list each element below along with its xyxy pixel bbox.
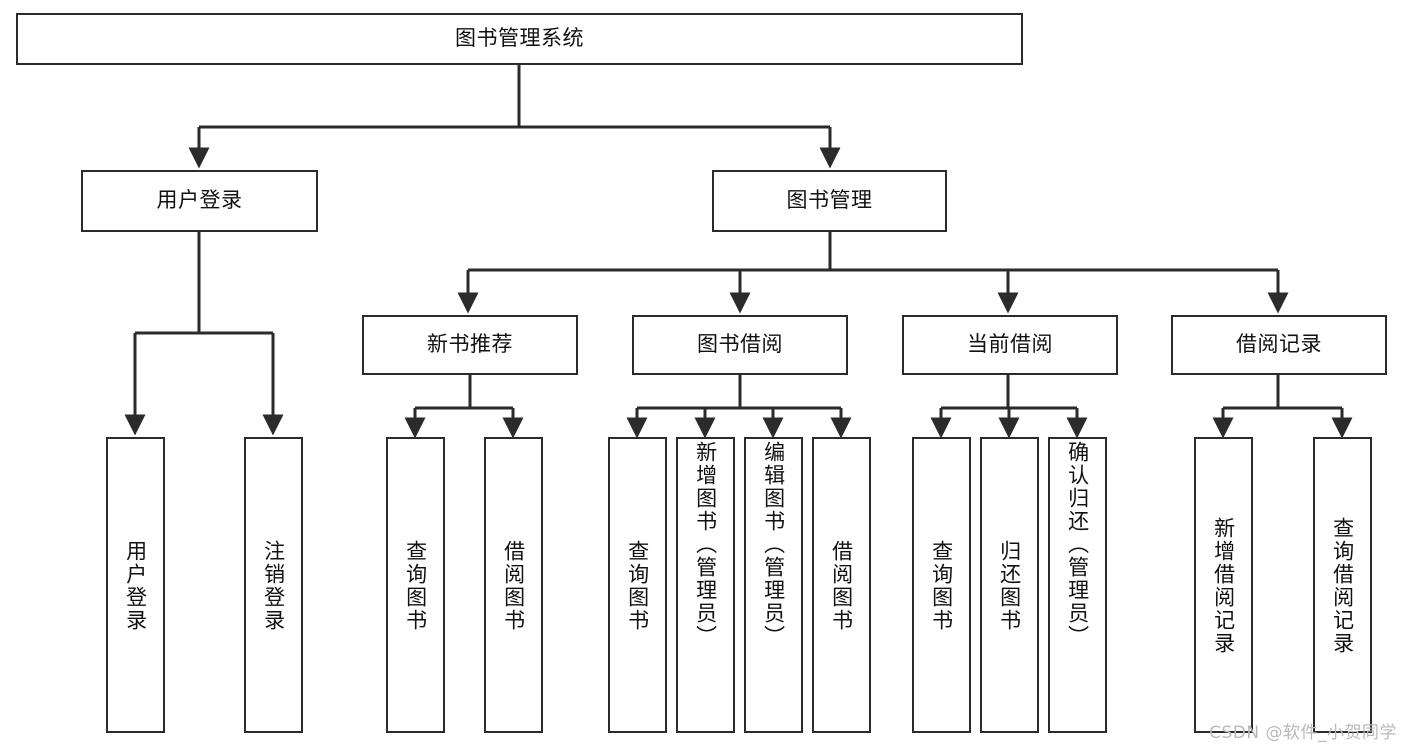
node-query-book-3[interactable]: 查询图书 <box>912 437 971 733</box>
node-query-book-2[interactable]: 查询图书 <box>608 437 667 733</box>
node-new-book-recommend[interactable]: 新书推荐 <box>362 315 578 375</box>
node-root-system[interactable]: 图书管理系统 <box>16 13 1023 65</box>
node-add-book-admin-label: 新增图书（管理员） <box>693 441 718 648</box>
node-confirm-return-admin-label: 确认归还（管理员） <box>1065 441 1090 648</box>
csdn-watermark: CSDN @软件_小贺同学 <box>1209 723 1397 743</box>
node-user-login-do[interactable]: 用户登录 <box>106 437 165 733</box>
node-query-borrow-record-label: 查询借阅记录 <box>1330 517 1355 655</box>
node-query-book-3-label: 查询图书 <box>929 540 954 632</box>
node-user-logout-label: 注销登录 <box>261 540 286 632</box>
node-query-borrow-record[interactable]: 查询借阅记录 <box>1313 437 1372 733</box>
node-new-book-recommend-label: 新书推荐 <box>427 332 513 357</box>
node-confirm-return-admin[interactable]: 确认归还（管理员） <box>1048 437 1107 733</box>
node-current-borrow-label: 当前借阅 <box>967 332 1053 357</box>
node-user-login-label: 用户登录 <box>156 188 243 213</box>
node-book-borrow-label: 图书借阅 <box>697 332 783 357</box>
node-borrow-records-label: 借阅记录 <box>1236 332 1322 357</box>
node-add-borrow-record-label: 新增借阅记录 <box>1211 517 1236 655</box>
node-borrow-records[interactable]: 借阅记录 <box>1171 315 1387 375</box>
node-edit-book-admin-label: 编辑图书（管理员） <box>761 441 786 648</box>
node-return-book-label: 归还图书 <box>997 540 1022 632</box>
node-book-management-label: 图书管理 <box>786 188 873 213</box>
node-user-login-do-label: 用户登录 <box>123 540 148 632</box>
node-add-borrow-record[interactable]: 新增借阅记录 <box>1194 437 1253 733</box>
node-user-logout[interactable]: 注销登录 <box>244 437 303 733</box>
node-book-borrow[interactable]: 图书借阅 <box>632 315 848 375</box>
node-book-management[interactable]: 图书管理 <box>712 170 947 232</box>
node-borrow-book-2[interactable]: 借阅图书 <box>812 437 871 733</box>
node-current-borrow[interactable]: 当前借阅 <box>902 315 1118 375</box>
node-root-system-label: 图书管理系统 <box>455 26 584 51</box>
node-borrow-book-1[interactable]: 借阅图书 <box>484 437 543 733</box>
node-borrow-book-1-label: 借阅图书 <box>501 540 526 632</box>
node-add-book-admin[interactable]: 新增图书（管理员） <box>676 437 735 733</box>
node-user-login[interactable]: 用户登录 <box>81 170 318 232</box>
node-edit-book-admin[interactable]: 编辑图书（管理员） <box>744 437 803 733</box>
node-query-book-1-label: 查询图书 <box>403 540 428 632</box>
node-return-book[interactable]: 归还图书 <box>980 437 1039 733</box>
node-query-book-2-label: 查询图书 <box>625 540 650 632</box>
node-query-book-1[interactable]: 查询图书 <box>386 437 445 733</box>
node-borrow-book-2-label: 借阅图书 <box>829 540 854 632</box>
